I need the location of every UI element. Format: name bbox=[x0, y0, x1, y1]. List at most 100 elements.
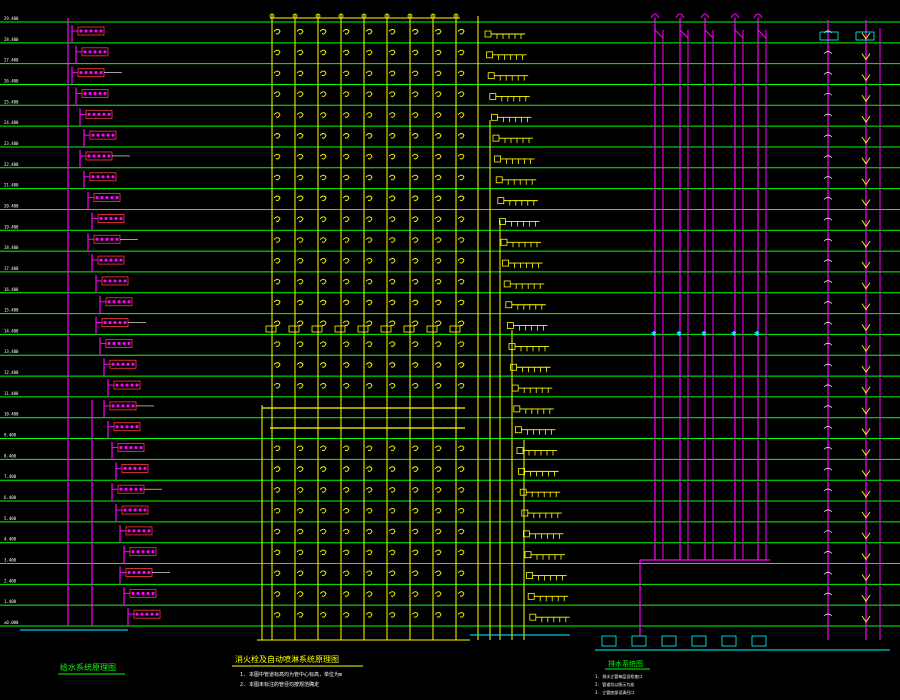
water-supply-system bbox=[20, 18, 170, 631]
drain-fitting-icon bbox=[823, 51, 833, 54]
floor-drain-icon bbox=[861, 136, 871, 144]
drain-fitting-icon bbox=[823, 571, 833, 575]
sprinkler-head-icon bbox=[342, 299, 350, 306]
fire-hydrant-sprinkler-system bbox=[257, 13, 470, 641]
drain-fitting-icon bbox=[823, 238, 833, 242]
sprinkler-head-icon bbox=[365, 299, 373, 306]
sprinkler-head-icon bbox=[457, 612, 465, 618]
water-meter-icon bbox=[83, 50, 87, 54]
floor-drain-icon bbox=[861, 553, 871, 561]
water-meter-icon bbox=[92, 112, 96, 116]
sprinkler-head-icon bbox=[434, 507, 442, 514]
water-meter-icon bbox=[108, 279, 112, 283]
water-meter-icon bbox=[107, 112, 111, 116]
drain-fitting-icon bbox=[823, 155, 833, 159]
sprinkler-head-icon bbox=[411, 382, 419, 389]
floor-drain-icon bbox=[861, 282, 871, 290]
sprinkler-head-icon bbox=[434, 112, 442, 118]
inspection-well-icon bbox=[691, 635, 707, 647]
sprinkler-head-icon bbox=[411, 612, 419, 618]
water-meter-icon bbox=[141, 591, 145, 595]
water-meter-icon bbox=[119, 258, 123, 262]
sprinkler-head-icon bbox=[457, 445, 465, 452]
sprinkler-head-icon bbox=[457, 153, 465, 160]
sprinkler-head-icon bbox=[457, 549, 465, 556]
water-meter-icon bbox=[143, 466, 147, 470]
sprinkler-head-icon bbox=[434, 362, 442, 368]
branch-valve-icon bbox=[484, 30, 492, 38]
sprinkler-head-icon bbox=[388, 382, 396, 389]
sprinkler-head-icon bbox=[434, 70, 442, 77]
water-meter-icon bbox=[113, 279, 117, 283]
sprinkler-head-icon bbox=[411, 591, 419, 597]
sprinkler-head-icon bbox=[365, 216, 373, 222]
floor-drain-icon bbox=[861, 594, 871, 602]
water-meter-icon bbox=[151, 591, 155, 595]
floor-level-label: 24.400 bbox=[4, 120, 19, 125]
sprinkler-head-icon bbox=[342, 133, 350, 139]
water-meter-icon bbox=[107, 300, 111, 304]
water-meter-icon bbox=[111, 404, 115, 408]
branch-valve-icon bbox=[489, 93, 497, 100]
sprinkler-head-icon bbox=[365, 466, 373, 472]
branch-valve-icon bbox=[492, 134, 500, 142]
branch-valve-icon bbox=[527, 592, 535, 600]
hydrant-box-icon bbox=[265, 325, 277, 333]
sprinkler-head-icon bbox=[388, 91, 396, 97]
sprinkler-head-icon bbox=[411, 28, 419, 35]
sprinkler-head-icon bbox=[296, 362, 304, 368]
water-meter-icon bbox=[131, 550, 135, 554]
sprinkler-head-icon bbox=[319, 445, 327, 452]
sprinkler-head-icon bbox=[296, 153, 304, 160]
water-meter-icon bbox=[114, 216, 118, 221]
sprinkler-head-icon bbox=[411, 174, 419, 181]
sprinkler-head-icon bbox=[434, 341, 442, 347]
water-meter-icon bbox=[134, 487, 138, 491]
sprinkler-head-icon bbox=[296, 487, 304, 493]
sprinkler-head-icon bbox=[457, 278, 465, 285]
note-line-2: 2. 本图未标注的管径均按规范确定 bbox=[240, 681, 319, 688]
branch-valve-icon bbox=[513, 405, 521, 413]
water-meter-icon bbox=[93, 50, 97, 54]
sprinkler-head-icon bbox=[319, 216, 327, 222]
inspection-well-icon bbox=[631, 635, 647, 647]
water-meter-icon bbox=[127, 570, 131, 575]
water-meter-icon bbox=[139, 445, 143, 450]
sprinkler-head-icon bbox=[457, 362, 465, 368]
sprinkler-head-icon bbox=[388, 466, 396, 472]
sprinkler-head-icon bbox=[457, 195, 465, 202]
sprinkler-head-icon bbox=[411, 507, 419, 514]
sprinkler-head-icon bbox=[296, 528, 304, 535]
floor-level-label: 29.400 bbox=[4, 16, 19, 21]
water-meter-icon bbox=[113, 320, 117, 325]
water-meter-icon bbox=[109, 216, 113, 221]
water-meter-icon bbox=[151, 550, 155, 554]
sprinkler-head-icon bbox=[411, 278, 419, 285]
sprinkler-head-icon bbox=[411, 299, 419, 306]
sprinkler-head-icon bbox=[319, 299, 327, 306]
water-meter-icon bbox=[96, 175, 100, 179]
water-meter-icon bbox=[91, 175, 95, 179]
water-meter-icon bbox=[131, 362, 135, 366]
sprinkler-head-icon bbox=[434, 278, 442, 285]
floor-drain-icon bbox=[861, 220, 871, 228]
sprinkler-head-icon bbox=[388, 278, 396, 285]
sprinkler-head-icon bbox=[319, 70, 327, 77]
sprinkler-head-icon bbox=[319, 237, 327, 243]
floor-level-label: 22.400 bbox=[4, 162, 19, 167]
sprinkler-head-icon bbox=[434, 487, 442, 493]
sprinkler-head-icon bbox=[434, 320, 442, 327]
sprinkler-head-icon bbox=[434, 153, 442, 160]
sprinkler-head-icon bbox=[273, 112, 281, 118]
sprinkler-head-icon bbox=[342, 216, 350, 222]
sprinkler-head-icon bbox=[388, 174, 396, 181]
sprinkler-head-icon bbox=[388, 445, 396, 452]
branch-valve-icon bbox=[529, 613, 537, 621]
floor-lines bbox=[0, 21, 900, 627]
hydrant-box-icon bbox=[311, 325, 323, 333]
sprinkler-head-icon bbox=[296, 341, 304, 347]
water-meter-icon bbox=[118, 320, 122, 325]
hydrant-box-icon bbox=[357, 325, 369, 333]
sprinkler-head-icon bbox=[388, 70, 396, 77]
sprinkler-head-icon bbox=[457, 382, 465, 389]
